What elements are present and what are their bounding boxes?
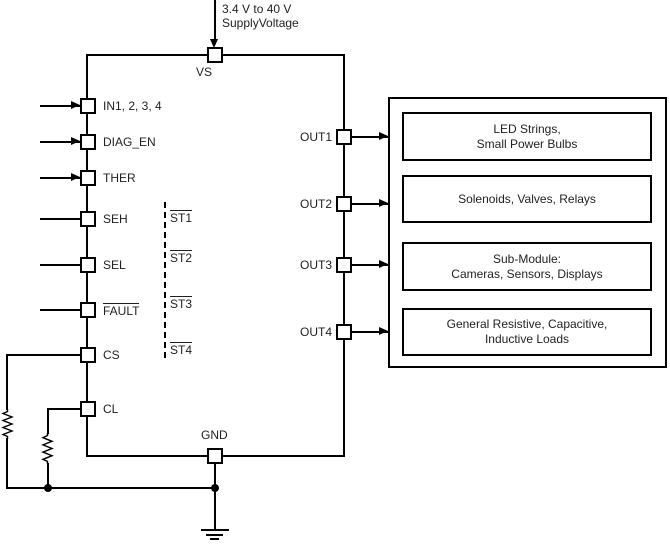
wire-out4 (352, 331, 388, 333)
pin-cl (80, 401, 96, 417)
pin-label-out3: OUT3 (299, 258, 332, 272)
load-box-4-line2: Inductive Loads (484, 332, 570, 346)
load-box-2-line1: Solenoids, Valves, Relays (458, 191, 596, 206)
wire-out2 (352, 203, 388, 205)
arrow-down-icon (210, 39, 218, 48)
status-label-st2: ST2 (170, 250, 193, 265)
load-box-1-line2: Small Power Bulbs (476, 136, 578, 151)
pin-out4 (336, 324, 352, 340)
st4-overline-text: ST4 (170, 342, 193, 357)
pin-label-gnd: GND (201, 428, 228, 442)
ground-bar-3 (210, 538, 219, 540)
supply-voltage-line1: 3.4 V to 40 V (222, 2, 292, 16)
resistor-symbol (1, 409, 14, 439)
wire-cl-horizontal (48, 408, 81, 410)
load-box-general: General Resistive, Capacitive, Inductive… (402, 308, 652, 356)
load-box-sub-module: Sub-Module: Cameras, Sensors, Displays (402, 242, 652, 291)
fault-overline-text: FAULT (103, 303, 140, 318)
pin-sel (80, 257, 96, 273)
load-box-3-line2: Cameras, Sensors, Displays (451, 266, 603, 281)
status-label-st1: ST1 (170, 210, 193, 225)
arrow-right-icon (71, 173, 80, 181)
wire-cs-horizontal (7, 354, 81, 356)
arrow-right-icon (71, 101, 80, 109)
pin-seh (80, 211, 96, 227)
status-label-st4: ST4 (170, 342, 193, 357)
arrow-right-icon (379, 199, 388, 207)
st2-overline-text: ST2 (170, 250, 193, 265)
pin-label-seh: SEH (103, 212, 128, 226)
pin-in1234 (80, 98, 96, 114)
status-label-st3: ST3 (170, 296, 193, 311)
pin-label-fault: FAULT (103, 303, 140, 318)
status-divider (164, 202, 166, 358)
pin-diag-en (80, 134, 96, 150)
junction-dot (44, 484, 52, 492)
arrow-right-icon (379, 327, 388, 335)
pin-label-out1: OUT1 (299, 130, 332, 144)
wire-ground-bus (7, 487, 216, 489)
ground-bar-1 (201, 529, 229, 531)
pin-label-diag-en: DIAG_EN (103, 135, 156, 149)
supply-voltage-label: 3.4 V to 40 V SupplyVoltage (222, 2, 299, 30)
wire-cs-to-bus (6, 438, 8, 489)
load-box-1-line1: LED Strings, (493, 121, 561, 136)
st3-overline-text: ST3 (170, 296, 193, 311)
load-box-led-strings: LED Strings, Small Power Bulbs (402, 112, 652, 161)
pin-ther (80, 170, 96, 186)
pin-label-ther: THER (103, 171, 136, 185)
pin-label-out2: OUT2 (299, 197, 332, 211)
pin-out2 (336, 196, 352, 212)
load-box-3-line1: Sub-Module: (492, 251, 562, 266)
load-box-4-line1: General Resistive, Capacitive, (446, 317, 608, 331)
wire-out1 (352, 136, 388, 138)
ic-outline (86, 54, 345, 457)
pin-vs (207, 47, 223, 63)
wire-cs-vertical (6, 354, 8, 410)
wire-sel (40, 264, 80, 266)
pin-label-vs: VS (196, 65, 213, 79)
st1-overline-text: ST1 (170, 210, 193, 225)
wire-gnd-vertical (214, 462, 216, 530)
pin-cs (80, 347, 96, 363)
ground-bar-2 (206, 534, 223, 536)
wire-diag-en (40, 141, 80, 143)
arrow-right-icon (379, 132, 388, 140)
pin-label-out4: OUT4 (299, 325, 332, 339)
pin-out1 (336, 129, 352, 145)
pin-out3 (336, 257, 352, 273)
pin-fault (80, 302, 96, 318)
wire-in (40, 105, 80, 107)
wire-ther (40, 177, 80, 179)
wire-seh (40, 218, 80, 220)
wire-cl-vertical (47, 408, 49, 434)
wire-out3 (352, 264, 388, 266)
wire-cl-to-bus (47, 463, 49, 489)
arrow-right-icon (71, 137, 80, 145)
pin-label-cs: CS (103, 348, 120, 362)
supply-voltage-line2: SupplyVoltage (222, 16, 299, 30)
pin-label-sel: SEL (103, 258, 126, 272)
wire-fault (40, 309, 80, 311)
supply-wire (214, 0, 216, 40)
load-box-solenoids: Solenoids, Valves, Relays (402, 175, 652, 223)
pin-label-cl: CL (103, 402, 119, 416)
arrow-right-icon (379, 260, 388, 268)
pin-label-in1234: IN1, 2, 3, 4 (103, 99, 162, 113)
resistor-symbol (41, 433, 54, 464)
